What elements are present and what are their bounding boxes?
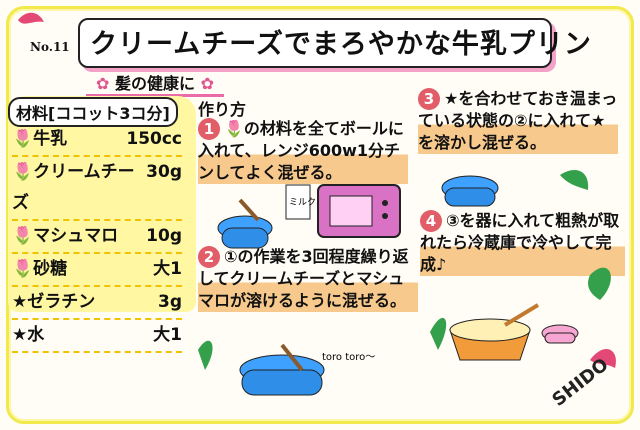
issue-number: No.11 xyxy=(30,40,70,54)
flower-icon: ✿ xyxy=(200,74,214,93)
ingredient-row: ★ゼラチン 3g xyxy=(12,287,182,320)
step-3: 3★を合わせておき温まっている状態の②に入れて★を溶かし混ぜる。 xyxy=(418,88,618,154)
card-border xyxy=(6,6,634,424)
flower-icon xyxy=(18,12,44,24)
flower-icon: ✿ xyxy=(96,74,110,93)
step-number: 3 xyxy=(418,88,440,110)
ingredient-amount: 3g xyxy=(158,292,182,312)
ingredient-name: ゼラチン xyxy=(27,292,96,312)
tulip-icon: 🌷 xyxy=(224,119,244,138)
milk-label: ミルク xyxy=(289,197,316,208)
leaf-icon xyxy=(560,170,589,190)
ingredient-row: 🌷マシュマロ 10g xyxy=(12,221,182,254)
ingredient-row: ★水 大1 xyxy=(12,320,182,353)
step-text: ★を合わせておき温まっている状態の②に入れて★を溶かし混ぜる。 xyxy=(418,89,618,152)
ingredients-title: 材料[ココット3コ分] xyxy=(8,97,178,127)
tulip-icon: 🌷 xyxy=(12,259,34,279)
flower-icon xyxy=(590,348,616,368)
step-number: 1 xyxy=(198,118,220,140)
leaf-icon xyxy=(198,340,213,370)
ingredient-row: 🌷クリームチーズ 30g xyxy=(12,157,182,221)
ingredient-amount: 150cc xyxy=(126,129,182,149)
ingredient-name: クリームチーズ xyxy=(12,162,135,213)
ingredient-list: 🌷牛乳 150cc 🌷クリームチーズ 30g 🌷マシュマロ 10g 🌷砂糖 大1… xyxy=(12,124,182,353)
ingredient-name: マシュマロ xyxy=(33,226,119,246)
ingredient-name: 牛乳 xyxy=(33,129,68,149)
ingredient-amount: 30g xyxy=(146,162,182,182)
step-number: 4 xyxy=(420,210,442,232)
teacup-illustration xyxy=(541,324,579,344)
ingredient-amount: 10g xyxy=(146,226,182,246)
ingredient-amount: 大1 xyxy=(153,325,182,345)
tulip-icon: 🌷 xyxy=(12,129,34,149)
step-number: 2 xyxy=(198,246,220,268)
tulip-icon: 🌷 xyxy=(12,226,34,246)
title-box xyxy=(78,18,552,68)
sound-text: toro toro〜 xyxy=(322,352,375,363)
small-bowl-illustration xyxy=(441,175,499,207)
microwave-illustration xyxy=(317,184,401,238)
star-icon: ★ xyxy=(12,325,28,345)
ingredient-name: 砂糖 xyxy=(33,259,68,279)
large-bowl-illustration xyxy=(239,343,325,396)
ingredient-row: 🌷牛乳 150cc xyxy=(12,124,182,157)
milk-bottle-illustration: ミルク xyxy=(285,184,316,220)
star-icon: ★ xyxy=(12,292,28,312)
method-title: 作り方 xyxy=(198,100,247,119)
ingredient-name: 水 xyxy=(27,325,45,345)
pudding-illustration xyxy=(449,303,540,361)
bowl-illustration xyxy=(217,198,273,249)
tulip-icon: 🌷 xyxy=(12,162,34,182)
step-1: 1🌷の材料を全てボールに入れて、レンジ600w1分チンしてよく混ぜる。 xyxy=(198,118,408,184)
subtitle: ✿ 髪の健康に ✿ xyxy=(86,70,224,97)
leaf-icon xyxy=(588,267,611,300)
ingredients-panel xyxy=(8,96,196,312)
ingredient-amount: 大1 xyxy=(153,259,182,279)
ingredient-row: 🌷砂糖 大1 xyxy=(12,254,182,287)
step-text: の材料を全てボールに入れて、レンジ600w1分チンしてよく混ぜる。 xyxy=(198,119,404,182)
subtitle-text: 髪の健康に xyxy=(114,74,195,93)
recipe-title: クリームチーズでまろやかな牛乳プリン xyxy=(90,29,592,60)
step-text: ①の作業を3回程度繰り返してクリームチーズとマシュマロが溶けるように混ぜる。 xyxy=(198,247,409,310)
step-text: ③を器に入れて粗熱が取れたら冷蔵庫で冷やして完成♪ xyxy=(420,211,620,274)
leaf-icon xyxy=(430,317,447,350)
